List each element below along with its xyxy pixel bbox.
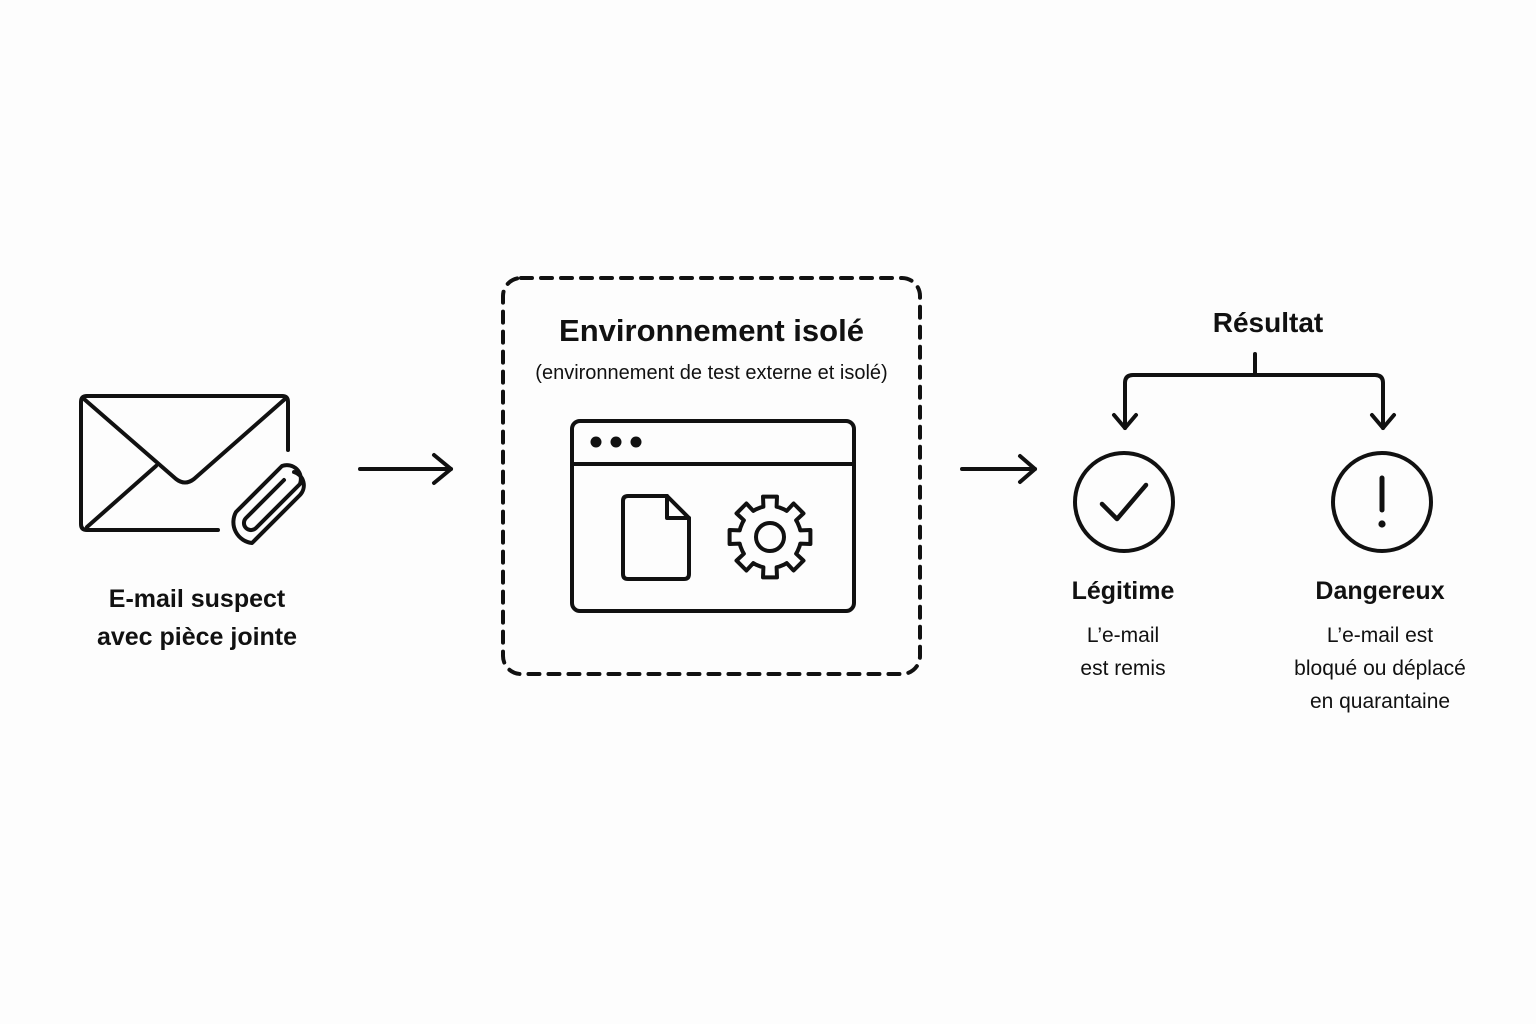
checkmark-circle-icon: [1073, 451, 1175, 553]
window-dot: [630, 436, 642, 448]
exclamation-dot: [1378, 520, 1386, 528]
email-label-line: avec pièce jointe: [96, 623, 298, 651]
gear-icon: [727, 494, 813, 580]
dangerous-desc-line: en quarantaine: [1309, 690, 1451, 713]
email-label: E-mail suspect avec pièce jointe: [47, 580, 347, 656]
sandbox-subtitle: (environnement de test externe et isolé): [535, 362, 888, 384]
legitimate-description: L’e-mail est remis: [1003, 619, 1243, 685]
legitimate-desc-line: est remis: [1080, 657, 1166, 680]
dangerous-description: L’e-mail est bloqué ou déplacé en quaran…: [1260, 619, 1500, 718]
dangerous-desc-line: L’e-mail est: [1326, 624, 1434, 647]
envelope-icon: [79, 394, 290, 532]
window-dot: [610, 436, 622, 448]
legitimate-desc-line: L’e-mail: [1086, 624, 1160, 647]
sandbox-title: Environnement isolé: [559, 313, 864, 348]
legitimate-title: Légitime: [1071, 577, 1175, 605]
email-label-line: E-mail suspect: [108, 585, 286, 613]
branch-connector: [1112, 352, 1396, 430]
arrow-email-to-sandbox: [358, 453, 453, 485]
dangerous-title: Dangereux: [1315, 577, 1445, 605]
arrow-sandbox-to-result: [960, 454, 1037, 484]
browser-window-icon: [570, 419, 856, 613]
sandbox-boundary: [501, 276, 922, 676]
result-title: Résultat: [1212, 307, 1324, 338]
paperclip-icon: [231, 463, 306, 545]
window-dots: [590, 436, 642, 448]
document-icon: [621, 494, 691, 581]
window-dot: [590, 436, 602, 448]
exclamation-circle-icon: [1331, 451, 1433, 553]
dangerous-desc-line: bloqué ou déplacé: [1294, 657, 1466, 680]
